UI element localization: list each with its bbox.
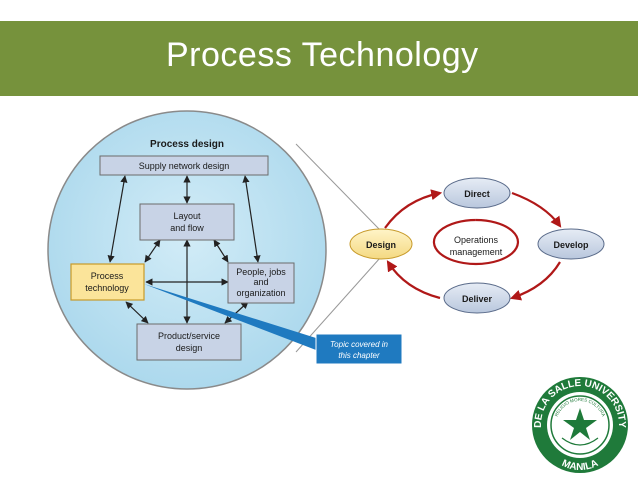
svg-text:Layout: Layout bbox=[173, 211, 201, 221]
svg-text:Process: Process bbox=[91, 271, 124, 281]
topic-callout: Topic covered in this chapter bbox=[144, 284, 403, 365]
svg-text:Supply network design: Supply network design bbox=[139, 161, 230, 171]
cycle-arrows bbox=[384, 189, 562, 301]
svg-text:management: management bbox=[450, 247, 503, 257]
svg-text:Direct: Direct bbox=[464, 189, 490, 199]
svg-text:Topic covered in: Topic covered in bbox=[330, 340, 389, 349]
svg-text:Operations: Operations bbox=[454, 235, 499, 245]
svg-text:MANILA: MANILA bbox=[560, 458, 600, 473]
title-bar bbox=[0, 21, 638, 96]
box-process-technology: Process technology bbox=[70, 263, 145, 301]
svg-text:this chapter: this chapter bbox=[338, 351, 380, 360]
svg-text:design: design bbox=[176, 343, 203, 353]
node-direct: Direct bbox=[443, 177, 511, 209]
slide-title: Process Technology bbox=[166, 36, 479, 74]
box-supply-network: Supply network design bbox=[99, 155, 269, 176]
laurel-icon bbox=[561, 437, 599, 446]
svg-text:Design: Design bbox=[366, 240, 396, 250]
operations-management-center: Operations management bbox=[450, 235, 503, 257]
process-design-title: Process design bbox=[150, 139, 224, 150]
node-develop: Develop bbox=[537, 228, 605, 260]
box-people-jobs: People, jobs and organization bbox=[227, 262, 295, 304]
svg-text:Develop: Develop bbox=[553, 240, 589, 250]
svg-text:technology: technology bbox=[85, 283, 129, 293]
svg-text:Deliver: Deliver bbox=[462, 294, 493, 304]
svg-text:and flow: and flow bbox=[170, 223, 204, 233]
svg-text:People, jobs: People, jobs bbox=[236, 267, 286, 277]
svg-text:organization: organization bbox=[236, 288, 285, 298]
star-icon bbox=[563, 408, 597, 440]
dlsu-logo: DE LA SALLE UNIVERSITY MANILA RELIGIO MO… bbox=[532, 377, 628, 473]
box-product-service: Product/service design bbox=[136, 323, 242, 361]
svg-text:Product/service: Product/service bbox=[158, 331, 220, 341]
process-arrows bbox=[107, 175, 261, 324]
node-design: Design bbox=[349, 228, 413, 260]
svg-text:and: and bbox=[253, 277, 268, 287]
node-deliver: Deliver bbox=[443, 282, 511, 314]
box-layout-flow: Layout and flow bbox=[139, 203, 235, 241]
zoom-line-top bbox=[295, 143, 381, 231]
